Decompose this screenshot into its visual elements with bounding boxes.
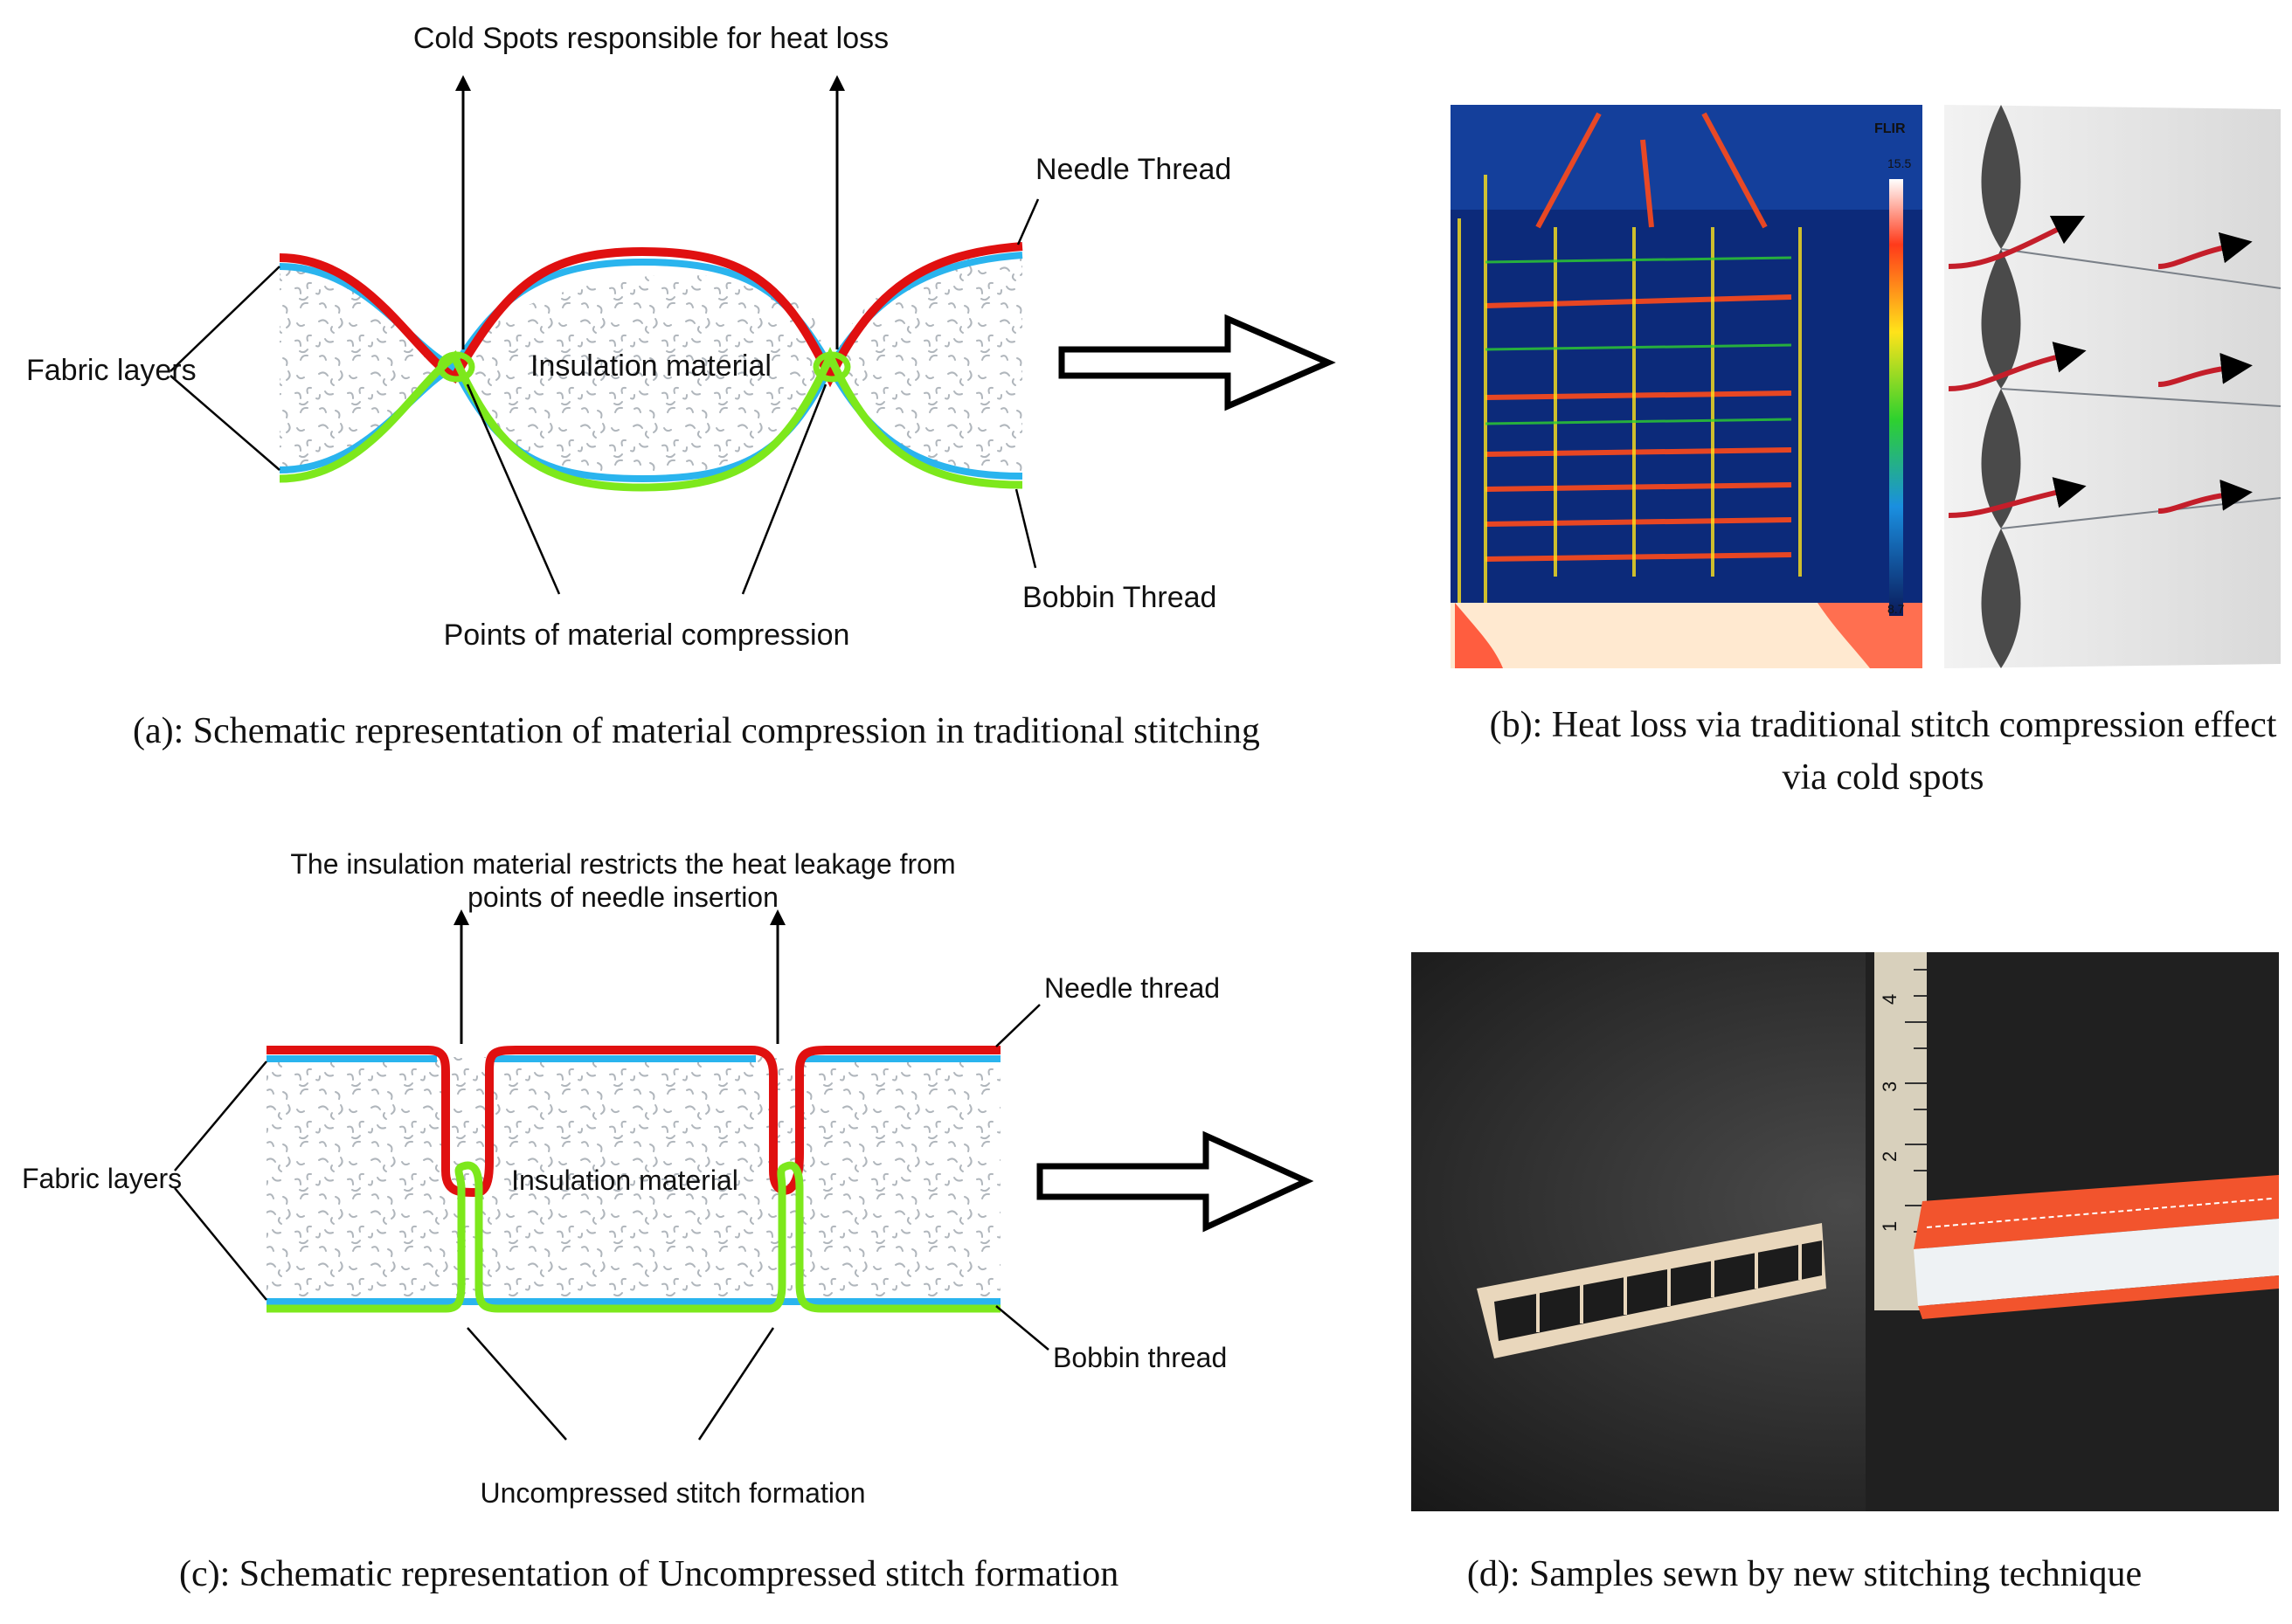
heat-restrict-title-2: points of needle insertion	[467, 881, 779, 913]
caption-b-line1: (b): Heat loss via traditional stitch co…	[1490, 705, 2277, 745]
bobbin-leader-a	[1014, 488, 1037, 569]
compression-leader-2	[741, 384, 827, 595]
ruler-mark-2: 2	[1879, 1151, 1901, 1162]
fabric-leader-bottom-c	[174, 1187, 267, 1301]
bobbin-thread-label-c: Bobbin thread	[1053, 1342, 1227, 1373]
bobbin-leader-c	[995, 1305, 1049, 1351]
insulation-fill-c	[267, 1057, 1001, 1302]
thermal-scale-bar	[1889, 179, 1903, 616]
compression-points-label: Points of material compression	[444, 619, 850, 652]
needle-thread-a	[279, 242, 1023, 388]
caption-c: (c): Schematic representation of Uncompr…	[179, 1554, 1118, 1594]
fabric-layers-label-a: Fabric layers	[26, 354, 197, 387]
uncompressed-leader-1	[467, 1327, 567, 1441]
panel-a-diagram: Cold Spots responsible for heat loss Fab…	[26, 22, 1231, 652]
needle-thread-c	[267, 1046, 1001, 1198]
bobbin-thread-label-a: Bobbin Thread	[1022, 581, 1216, 614]
flir-logo: FLIR	[1874, 121, 1906, 136]
panel-d-photo: 4 3 2 1	[1411, 952, 2279, 1511]
ruler-mark-1: 1	[1879, 1221, 1901, 1232]
needle-thread-label-c: Needle thread	[1044, 972, 1220, 1004]
caption-b-line2: via cold spots	[1783, 757, 1984, 798]
cold-spots-title: Cold Spots responsible for heat loss	[413, 22, 889, 55]
thermal-scale-min: 8.7	[1887, 602, 1905, 616]
panel-b-images: FLIR 15.5 8.7	[1451, 105, 2282, 668]
caption-d: (d): Samples sewn by new stitching techn…	[1467, 1554, 2142, 1594]
hollow-arrow-a	[1058, 314, 1336, 411]
beige-sample	[1477, 1223, 1826, 1358]
thermal-scale-max: 15.5	[1887, 156, 1911, 170]
heat-restrict-title-1: The insulation material restricts the he…	[290, 848, 955, 880]
thermal-image: FLIR 15.5 8.7	[1451, 105, 1922, 668]
hollow-arrow-c	[1036, 1130, 1314, 1233]
ruler-mark-3: 3	[1879, 1082, 1901, 1092]
bobbin-thread-c	[267, 1161, 1001, 1313]
compression-leader-1	[466, 384, 561, 595]
stitch-loop-a1	[437, 351, 475, 383]
fabric-layers-label-c: Fabric layers	[22, 1163, 182, 1194]
stitch-loop-a2	[813, 351, 851, 383]
bobbin-thread-a	[279, 346, 1023, 492]
panel-c-diagram: The insulation material restricts the he…	[22, 848, 1227, 1509]
uncompressed-leader-2	[697, 1327, 775, 1441]
cold-spot-schematic	[1944, 105, 2282, 668]
fabric-leader-bottom-a	[170, 375, 280, 471]
insulation-fill-a	[280, 253, 1022, 480]
fabric-leader-top-c	[174, 1061, 267, 1171]
fabric-leader-top-a	[170, 266, 280, 372]
uncompressed-label: Uncompressed stitch formation	[480, 1477, 865, 1509]
needle-leader-c	[995, 1004, 1041, 1047]
orange-sample	[1914, 1175, 2279, 1319]
needle-thread-label-a: Needle Thread	[1035, 153, 1231, 186]
insulation-label-c: Insulation material	[511, 1164, 738, 1196]
needle-leader-a	[1016, 198, 1040, 245]
caption-a: (a): Schematic representation of materia…	[133, 711, 1260, 751]
insulation-label-a: Insulation material	[530, 349, 772, 383]
ruler-mark-4: 4	[1879, 994, 1901, 1005]
